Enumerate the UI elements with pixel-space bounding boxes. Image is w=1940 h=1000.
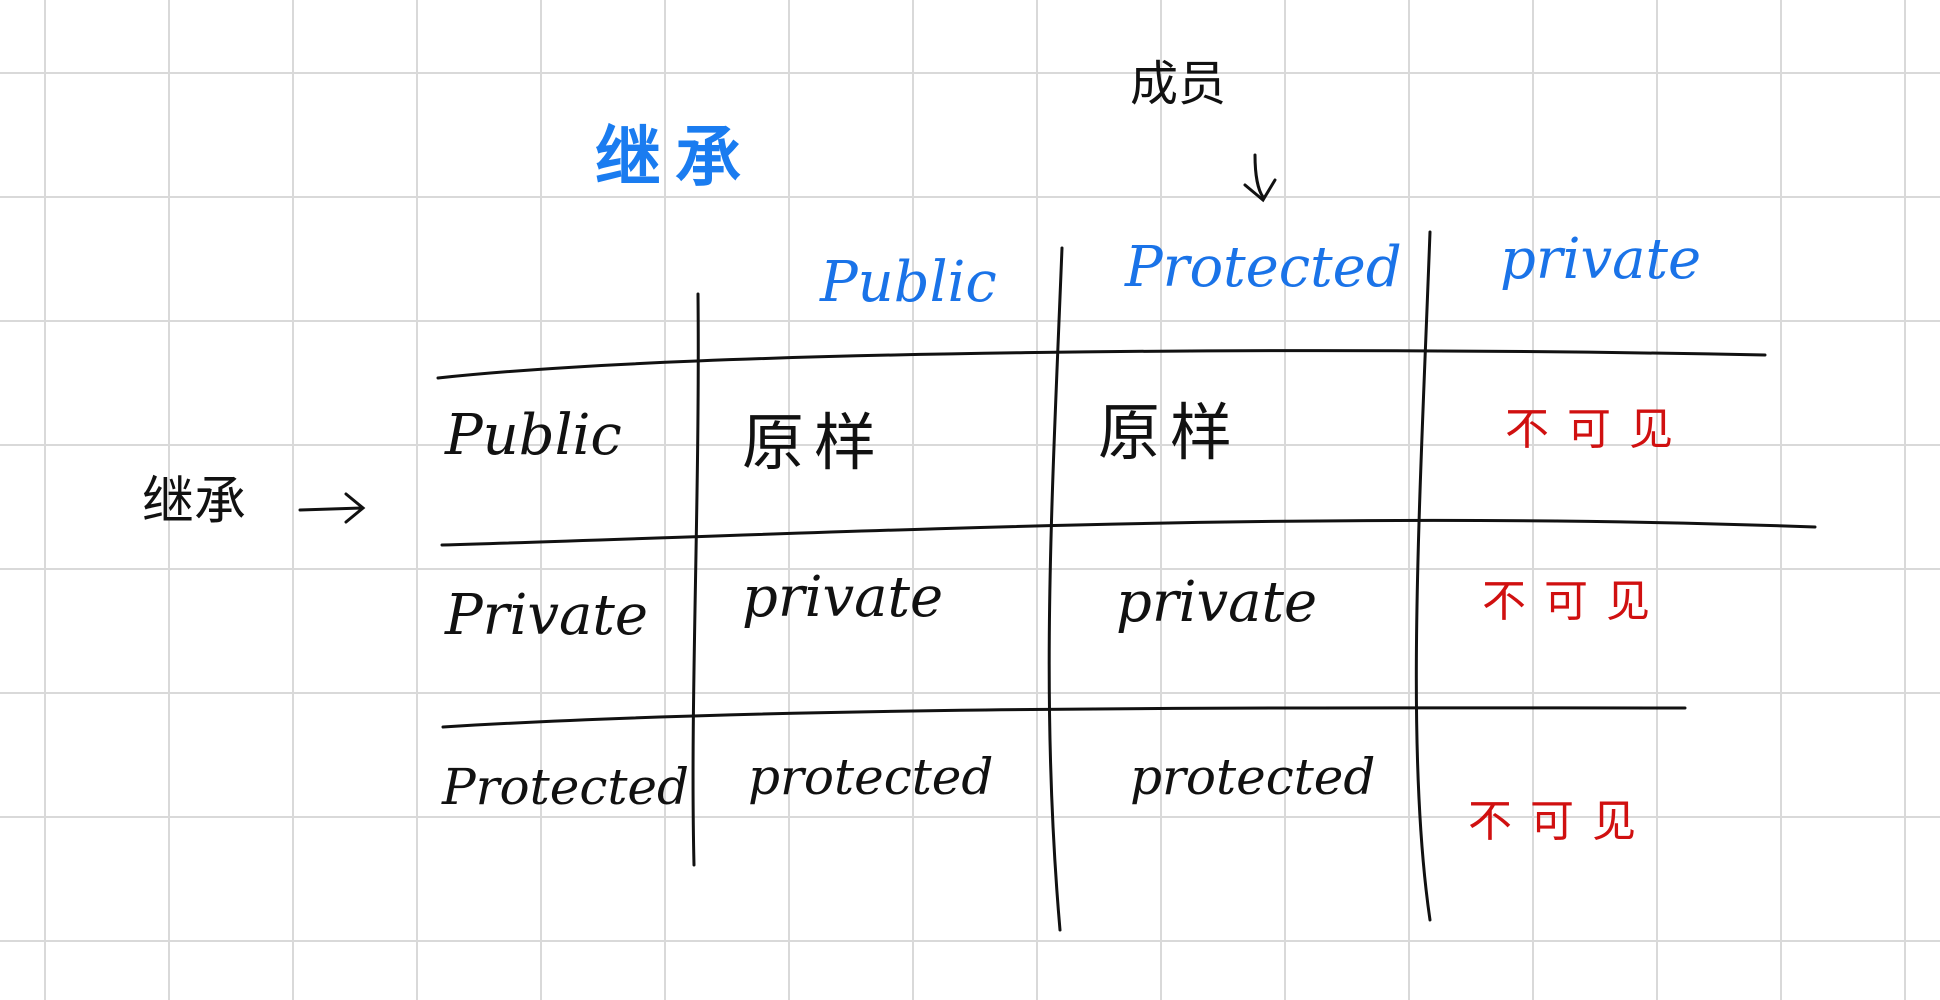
cell-public-public: 原样 [742, 406, 887, 479]
cell-private-protected: private [1116, 570, 1318, 635]
row-line-2 [440, 518, 1817, 547]
cell-public-protected: 原样 [1098, 396, 1243, 469]
cell-protected-protected: protected [1130, 748, 1376, 806]
member-label: 成员 [1130, 56, 1227, 112]
col-line-1 [691, 292, 700, 867]
arrow-right-inheritance [298, 492, 366, 524]
col-line-2 [1047, 246, 1064, 932]
cell-public-private: 不可见 [1505, 404, 1691, 455]
column-header-private: private [1500, 227, 1702, 292]
cell-private-private: 不可见 [1482, 576, 1668, 627]
row-label-public: Public [445, 403, 622, 468]
row-line-1 [436, 349, 1767, 380]
arrow-down-member [1243, 153, 1277, 203]
cell-private-public: private [742, 565, 944, 630]
inheritance-label: 继承 [142, 472, 247, 532]
col-line-3 [1414, 230, 1432, 922]
cell-protected-private: 不可见 [1468, 796, 1654, 847]
column-header-protected: Protected [1125, 235, 1402, 300]
row-label-protected: Protected [442, 758, 690, 816]
column-header-public: Public [820, 250, 997, 315]
row-line-3 [441, 706, 1687, 729]
page-title: 继承 [595, 119, 755, 196]
cell-protected-public: protected [748, 748, 994, 806]
row-label-private: Private [445, 583, 649, 648]
